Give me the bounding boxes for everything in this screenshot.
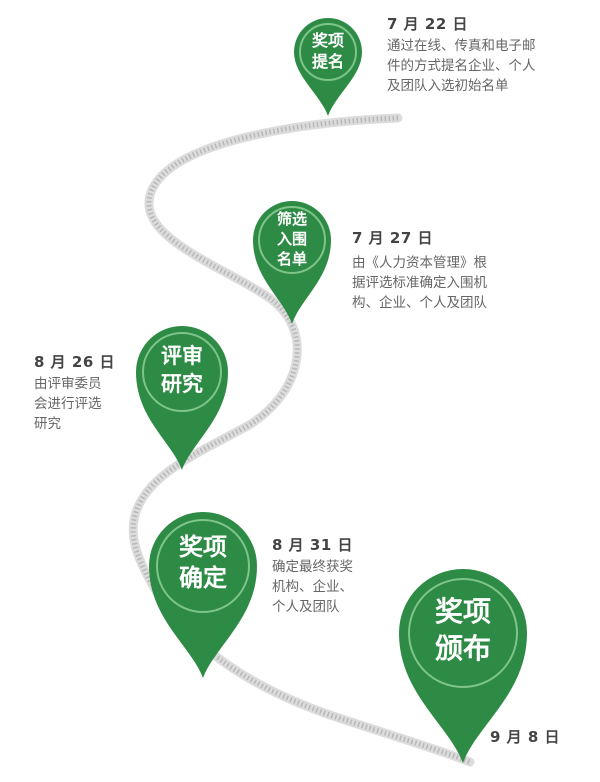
milestone-desc: 通过在线、传真和电子邮 件的方式提名企业、个人 及团队入选初始名单 (387, 38, 536, 94)
milestone-date: 8 月 31 日 (272, 536, 353, 554)
milestone-pin-shortlist: 筛选 入围 名单 (249, 198, 335, 326)
pin-marker-icon (294, 18, 362, 116)
milestone-pin-nomination: 奖项 提名 (290, 14, 366, 118)
pin-marker-icon (253, 201, 331, 324)
milestone-desc: 由评审委员 会进行评选 研究 (34, 376, 102, 432)
milestone-info-review: 8 月 26 日 由评审委员 会进行评选 研究 (34, 352, 144, 434)
milestone-info-nomination: 7 月 22 日 通过在线、传真和电子邮 件的方式提名企业、个人 及团队入选初始… (387, 14, 587, 96)
milestone-date: 8 月 26 日 (34, 353, 115, 371)
pin-marker-icon (399, 569, 527, 763)
milestone-info-shortlist: 7 月 27 日 由《人力资本管理》根 据评选标准确定入围机 构、企业、个人及团… (352, 228, 552, 313)
milestone-date: 7 月 27 日 (352, 229, 433, 247)
pin-label: 评审 研究 (161, 344, 203, 396)
pin-label: 奖项 颁布 (434, 595, 491, 665)
milestone-info-announce: 9 月 8 日 (490, 727, 580, 747)
milestone-desc: 由《人力资本管理》根 据评选标准确定入围机 构、企业、个人及团队 (352, 255, 487, 311)
milestone-desc: 确定最终获奖 机构、企业、 个人及团队 (272, 559, 353, 615)
milestone-pin-confirm: 奖项 确定 (145, 508, 261, 680)
pin-marker-icon (136, 326, 228, 470)
milestone-pin-review: 评审 研究 (132, 322, 232, 472)
milestone-info-confirm: 8 月 31 日 确定最终获奖 机构、企业、 个人及团队 (272, 535, 402, 617)
pin-label: 筛选 入围 名单 (276, 210, 307, 268)
pin-label: 奖项 提名 (311, 31, 344, 71)
road-pattern (130, 115, 471, 765)
pin-marker-icon (149, 512, 257, 678)
pin-label: 奖项 确定 (179, 533, 227, 592)
milestone-date: 9 月 8 日 (490, 728, 561, 746)
milestone-date: 7 月 22 日 (387, 15, 468, 33)
milestone-pin-announce: 奖项 颁布 (395, 565, 531, 765)
